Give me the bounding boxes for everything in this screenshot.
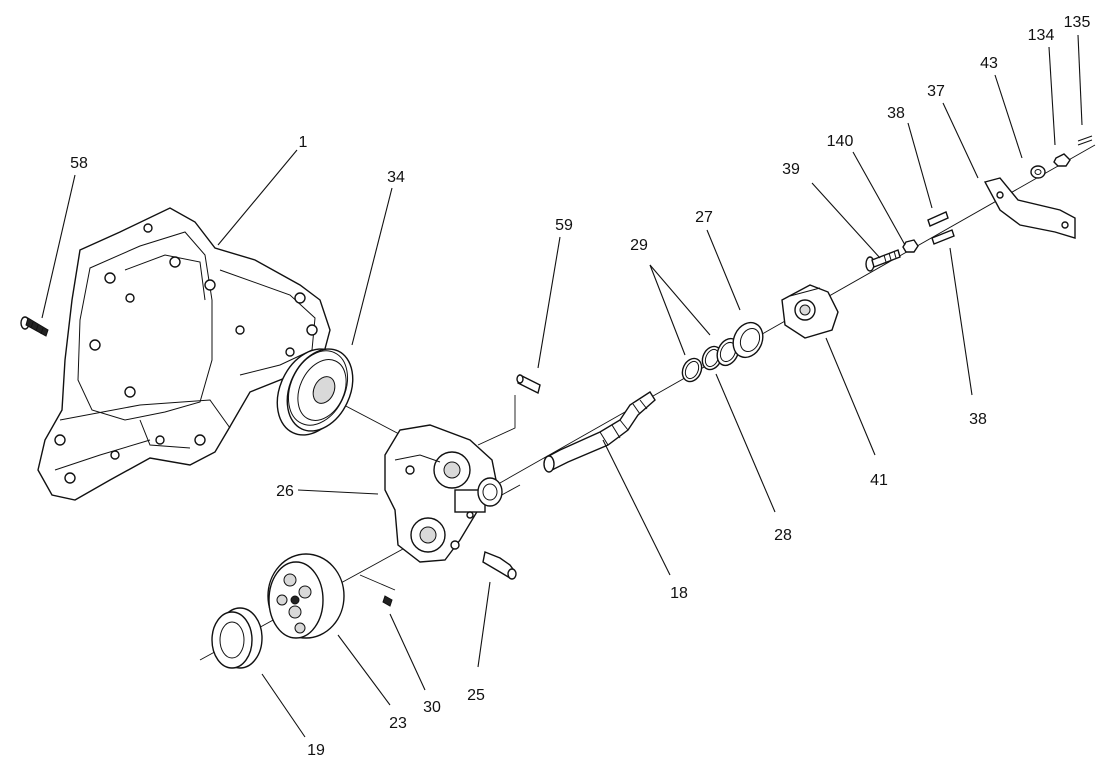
callout-18: 18	[670, 585, 688, 602]
callout-38-top: 38	[887, 105, 905, 122]
callout-58: 58	[70, 155, 88, 172]
callout-labels: 1 58 34 59 29 27 39 140 38 37 43 134 135…	[70, 14, 1090, 759]
pin-part-59	[516, 373, 541, 395]
fitting-part-25	[482, 551, 517, 580]
bearing-part-19	[211, 607, 263, 669]
callout-140: 140	[827, 133, 854, 150]
callout-28: 28	[774, 527, 792, 544]
washer-part-43	[1030, 165, 1046, 179]
callout-26: 26	[276, 483, 294, 500]
bolt-part-39	[865, 249, 901, 272]
shaft-part-18	[543, 391, 656, 473]
nut-part-134	[1053, 153, 1071, 167]
bolt-part-58	[20, 316, 49, 337]
callout-1: 1	[299, 134, 308, 151]
pin-part-38b	[931, 229, 955, 245]
callout-29: 29	[630, 237, 648, 254]
callout-41: 41	[870, 472, 888, 489]
callout-25: 25	[467, 687, 485, 704]
callout-134: 134	[1028, 27, 1055, 44]
retaining-ring-part-29a	[681, 357, 703, 383]
callout-19: 19	[307, 742, 325, 759]
callout-38-bottom: 38	[969, 411, 987, 428]
callout-43: 43	[980, 55, 998, 72]
cover-part-41	[781, 284, 839, 339]
seal-part-27	[732, 321, 764, 359]
housing-part	[37, 207, 331, 501]
leader-lines	[41, 34, 1083, 738]
pump-body-part-26	[384, 424, 503, 563]
pin-part-38a	[927, 211, 949, 227]
callout-39: 39	[782, 161, 800, 178]
callout-27: 27	[695, 209, 713, 226]
callout-30: 30	[423, 699, 441, 716]
nut-part-140	[902, 239, 919, 253]
callout-37: 37	[927, 83, 945, 100]
cotter-pin-part-135	[1077, 135, 1093, 146]
callout-135: 135	[1064, 14, 1091, 31]
callout-59: 59	[555, 217, 573, 234]
pin-part-30	[382, 595, 393, 607]
callout-23: 23	[389, 715, 407, 732]
bracket-part-37	[983, 177, 1076, 239]
pulley-part-34	[276, 348, 354, 436]
callout-34: 34	[387, 169, 405, 186]
cylinder-block-part-23	[267, 553, 345, 639]
